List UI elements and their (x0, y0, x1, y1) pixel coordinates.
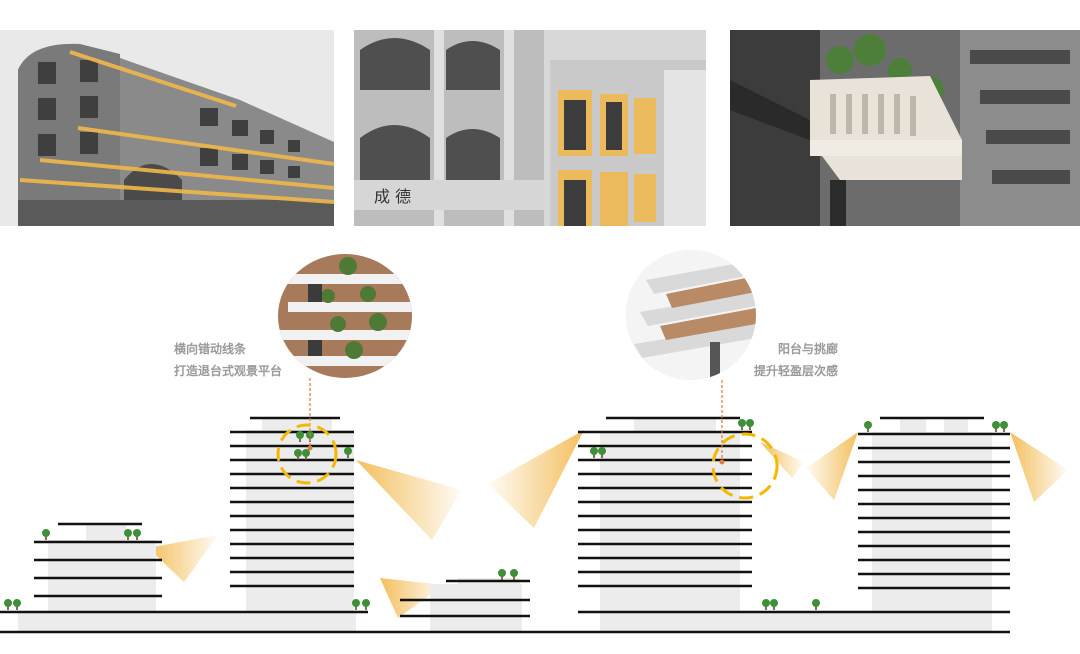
block-a-top (86, 524, 126, 540)
tree-icon (4, 599, 12, 610)
tree-icon (992, 421, 1000, 432)
leader-lines (309, 378, 723, 462)
annotation-left-line2: 打造退台式观景平台 (174, 364, 283, 378)
tree-icon (133, 529, 141, 540)
tower-d (600, 432, 740, 612)
highlight-circle-left (276, 423, 338, 485)
tree-icon (296, 431, 304, 442)
tree-icon (352, 599, 360, 610)
tower-e (872, 432, 992, 612)
floor-slabs (0, 416, 1010, 618)
tree-icon (770, 599, 778, 610)
view-wedge (148, 535, 218, 582)
view-wedge (488, 430, 584, 528)
tower-b-top (262, 418, 332, 430)
annotation-right-line2: 提升轻盈层次感 (753, 364, 838, 378)
annotation-left: 横向错动线条 打造退台式观景平台 (174, 338, 282, 382)
tree-icon (498, 569, 506, 580)
highlight-circle-right (711, 432, 779, 500)
overhang-balcony-photo (730, 30, 1080, 226)
shop-sign: 成 德 (374, 187, 411, 206)
tree-icon (13, 599, 21, 610)
annotation-left-line1: 横向错动线条 (174, 342, 247, 356)
tree-icon (762, 599, 770, 610)
tree-icon (598, 447, 606, 458)
tree-icon (746, 419, 754, 430)
tree-icon (362, 599, 370, 610)
leader-dot-left (307, 445, 313, 451)
tree-icon (344, 447, 352, 458)
trees (4, 419, 1008, 610)
view-wedge (356, 460, 462, 540)
tree-icon (590, 447, 598, 458)
arcade-building-photo (0, 30, 334, 226)
view-wedge (806, 432, 858, 500)
block-c (430, 584, 522, 632)
terrace-detail-zoom (278, 254, 412, 378)
podium-left (18, 612, 356, 632)
annotation-right-line1: 阳台与挑廊 (777, 342, 838, 356)
view-wedge (380, 578, 444, 618)
view-wedge (760, 442, 804, 478)
tree-icon (1000, 421, 1008, 432)
tree-icon (864, 421, 872, 432)
tree-icon (738, 419, 746, 430)
tree-icon (294, 449, 302, 460)
view-wedges (148, 430, 1068, 618)
view-wedge (1010, 432, 1068, 502)
tree-icon (302, 449, 310, 460)
tower-d-top (634, 418, 716, 432)
tower-e-top (944, 418, 968, 432)
tree-icon (812, 599, 820, 610)
tree-icon (42, 529, 50, 540)
tree-icon (124, 529, 132, 540)
leader-dot-right (719, 459, 725, 465)
tower-e-top (900, 418, 926, 432)
block-a (48, 540, 156, 612)
annotation-right: 阳台与挑廊 提升轻盈层次感 (738, 338, 838, 382)
balcony-detail-zoom (626, 250, 756, 380)
podium-right (600, 612, 992, 632)
tree-icon (510, 569, 518, 580)
arched-balcony-photo: 成 德 (354, 30, 706, 226)
